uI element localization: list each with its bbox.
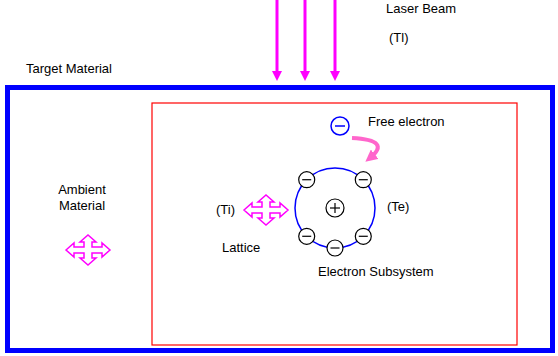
lattice-vibration	[244, 195, 288, 225]
bound-electron	[299, 172, 315, 188]
bound-electron	[355, 172, 371, 188]
laser-arrows	[277, 0, 335, 76]
symbol-label: (Tl)	[389, 30, 409, 46]
symbol-label: (Ti)	[216, 202, 235, 218]
part-label: Ambient Material	[44, 182, 120, 213]
bound-electron	[355, 228, 371, 244]
symbol-label: (Te)	[387, 199, 409, 215]
absorption-arrow	[352, 138, 378, 158]
part-label: Electron Subsystem	[318, 264, 434, 280]
part-label: Lattice	[222, 240, 260, 256]
beam-label: Laser Beam	[386, 1, 456, 17]
region-box	[152, 103, 517, 345]
bound-electron	[327, 240, 343, 256]
bound-electron	[299, 228, 315, 244]
target-box: Target Material	[5, 85, 555, 353]
atom	[295, 168, 375, 256]
part-label: Free electron	[368, 114, 445, 130]
ambient-vibration	[66, 235, 110, 265]
node-heading: Target Material	[26, 61, 112, 77]
free-electron	[331, 117, 349, 135]
